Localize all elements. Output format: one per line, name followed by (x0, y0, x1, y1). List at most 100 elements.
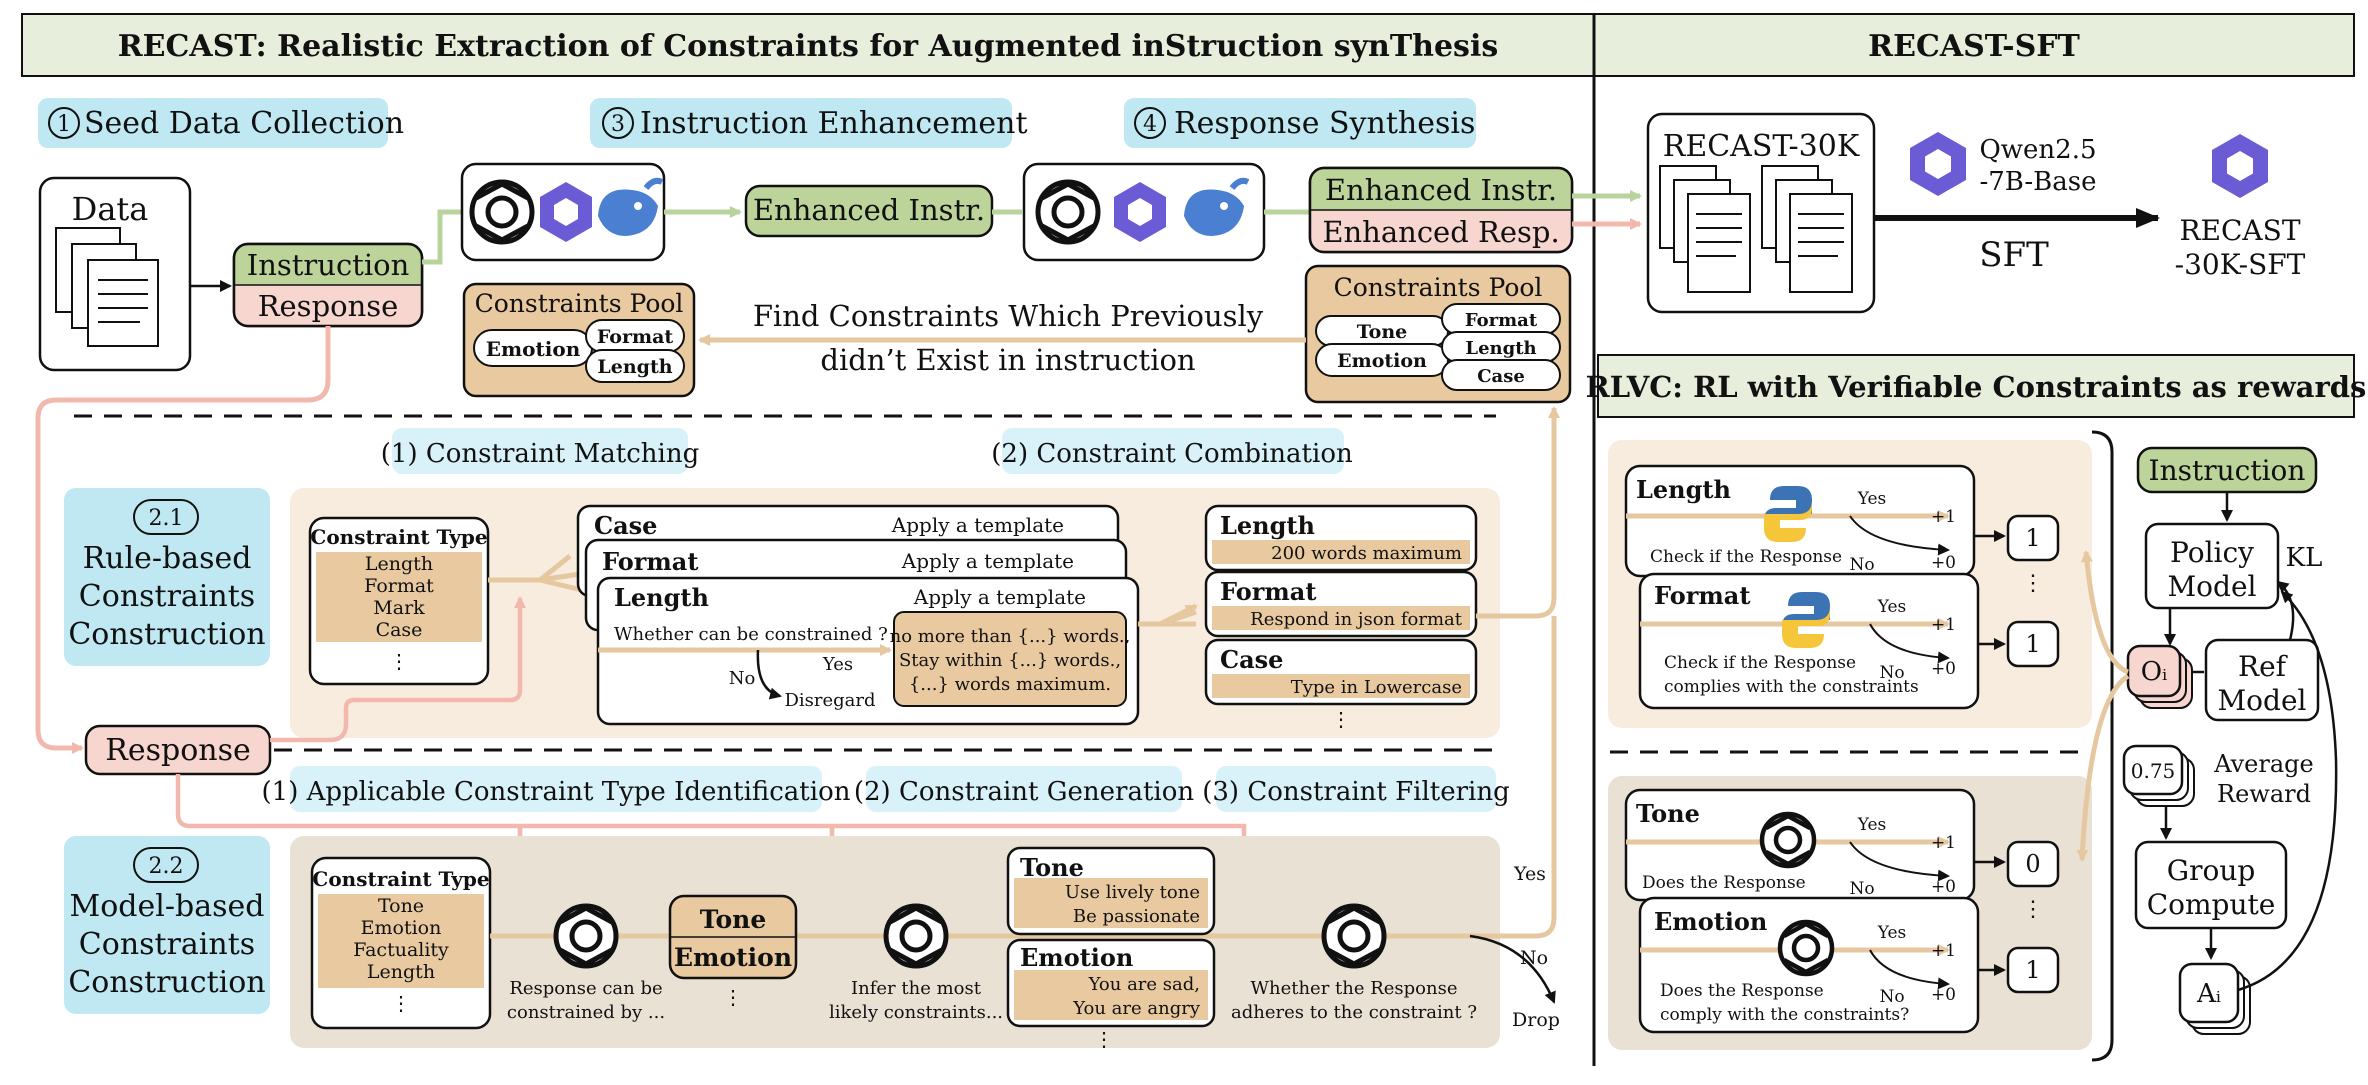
gen-tone-name: Tone (1020, 853, 1084, 882)
rlvc-title: RLVC: RL with Verifiable Constraints as … (1586, 370, 2367, 404)
stage-label: Seed Data Collection (84, 106, 404, 141)
rlvc-emotion-yes: Yes (1877, 923, 1907, 943)
advantage-to-policy-loop (2237, 590, 2338, 992)
rlvc-emotion-plus0: +0 (1931, 985, 1956, 1005)
openai-icon (1035, 179, 1101, 245)
rule-result-to-pool (1476, 406, 1560, 619)
sft-dataset-label: RECAST-30K (1663, 129, 1860, 164)
stage-response-synthesis: 4 Response Synthesis (1124, 98, 1476, 148)
score-box: 0 (2006, 840, 2060, 888)
model-type-tone: Tone (378, 895, 424, 917)
avg-reward-value: 0.75 (2131, 759, 2176, 783)
rlvc-format-check1: Check if the Response (1664, 653, 1856, 673)
pool-item-length: Length (597, 356, 672, 378)
rule-result-format: Format Respond in json format (1204, 570, 1478, 638)
document-stack-icon (55, 227, 159, 347)
card-length-name: Length (614, 583, 709, 612)
rlvc-length-yes: Yes (1857, 489, 1887, 509)
model-no-arrow (1469, 934, 1556, 1004)
rlvc-card-tone: Tone Yes No +1 +0 Does the Response (1624, 788, 1976, 902)
enhanced-instr-label: Enhanced Instr. (753, 193, 985, 227)
rlvc-emotion-check2: comply with the constraints? (1660, 1005, 1909, 1025)
policy-model-node: Policy Model (2144, 522, 2280, 610)
model-type-more: ⋮ (391, 991, 411, 1015)
rule-step-1: (1) Constraint Matching (381, 439, 699, 469)
rule-result-case: Case Type in Lowercase ⋮ (1204, 638, 1478, 731)
model-step-3: (3) Constraint Filtering (1202, 777, 1510, 807)
card-case-name: Case (594, 511, 657, 540)
find-text-line1: Find Constraints Which Previously (753, 299, 1264, 333)
caption3-line2: adheres to the constraint ? (1231, 1002, 1477, 1023)
rule-question: Whether can be constrained ? (614, 624, 888, 645)
qwen-icon (540, 182, 592, 242)
rule-step-labels: (1) Constraint Matching (2) Constraint C… (381, 428, 1353, 474)
policy-line1: Policy (2170, 536, 2254, 569)
model-type-list: Constraint Type Tone Emotion Factuality … (310, 856, 492, 1030)
policy-line2: Model (2168, 570, 2257, 603)
rlvc-length-name: Length (1636, 475, 1731, 504)
stage-seed-collection: 1 Seed Data Collection (38, 98, 404, 148)
seed-response: Response (258, 289, 399, 323)
out-enhanced-instr: Enhanced Instr. (1325, 173, 1557, 207)
openai-icon (1321, 903, 1387, 969)
caption1-line1: Response can be (509, 978, 662, 999)
group-line1: Group (2167, 854, 2256, 887)
deepseek-icon (598, 177, 664, 236)
rl-instruction-label: Instruction (2149, 454, 2306, 487)
pool-item-tone: Tone (1357, 321, 1408, 343)
picked-emotion: Emotion (674, 943, 792, 972)
sft-title: RECAST-SFT (1868, 29, 2080, 64)
kl-label: KL (2286, 543, 2323, 573)
result-format-value: Respond in json format (1250, 609, 1463, 630)
rule-card-length: Length Apply a template Whether can be c… (596, 576, 1140, 726)
base-model-line1: Qwen2.5 (1979, 135, 2096, 165)
rlvc-card-format: Format Yes No +1 +0 Check if the Respons… (1638, 572, 1980, 710)
rlvc-emotion-name: Emotion (1654, 907, 1767, 936)
badge-2-2: 2.2 (149, 854, 184, 879)
rlvc-format-no: No (1879, 663, 1904, 683)
rlvc-length-check: Check if the Response (1650, 547, 1842, 567)
rlvc-tone-check: Does the Response (1642, 873, 1806, 893)
model-type-factuality: Factuality (353, 939, 449, 961)
llm-group-enhancement (460, 162, 666, 262)
output-to-rewards-tan-2 (2076, 673, 2130, 862)
avg-reward-node: 0.75 (2122, 744, 2195, 807)
rl-instruction-node: Instruction (2136, 446, 2318, 494)
score-box: 1 (2006, 514, 2060, 562)
stage-label: Response Synthesis (1174, 106, 1475, 141)
rule-yes: Yes (822, 654, 853, 675)
gen-emotion-line2: You are angry (1072, 998, 1201, 1019)
gen-card-emotion: Emotion You are sad, You are angry ⋮ (1006, 938, 1216, 1051)
stage-instruction-enhancement: 3 Instruction Enhancement (590, 98, 1028, 148)
pool-item-case: Case (1477, 366, 1525, 387)
stage-label: Instruction Enhancement (640, 106, 1028, 141)
output-to-rewards-tan (2080, 550, 2130, 675)
rule-type-list: Constraint Type Length Format Mark Case … (308, 516, 490, 686)
pool-title: Constraints Pool (1334, 273, 1543, 302)
data-label: Data (72, 190, 149, 228)
model-type-length: Length (367, 961, 435, 983)
rule-based-label: 2.1 Rule-based Constraints Construction (64, 488, 270, 666)
output-label: Oᵢ (2141, 657, 2168, 687)
seed-pair: Instruction Response (232, 242, 424, 328)
ref-line1: Ref (2238, 650, 2289, 683)
enhanced-outputs: Enhanced Instr. Enhanced Resp. (1308, 166, 1574, 254)
model-no: No (1520, 947, 1548, 969)
rlvc-format-check2: complies with the constraints (1664, 677, 1919, 697)
group-line2: Compute (2147, 888, 2276, 921)
template-3: {...} words maximum. (909, 674, 1111, 695)
caption2-line2: likely constraints... (829, 1002, 1003, 1023)
rule-type-more: ⋮ (389, 649, 409, 673)
constraints-pool-enhancement: Constraints Pool Emotion Format Length (462, 282, 696, 398)
caption2-line1: Infer the most (851, 978, 982, 999)
flow-instruction-green (422, 209, 462, 265)
rlvc-format-name: Format (1654, 581, 1750, 610)
rule-title-2: Constraints (79, 579, 255, 614)
rlvc-tone-plus1: +1 (1931, 833, 1956, 853)
rule-type-length: Length (365, 553, 433, 575)
ref-line2: Model (2218, 684, 2307, 717)
openai-icon (883, 903, 949, 969)
out-enhanced-resp: Enhanced Resp. (1322, 215, 1559, 249)
result-length-name: Length (1220, 511, 1315, 540)
base-model-line2: -7B-Base (1979, 167, 2096, 197)
